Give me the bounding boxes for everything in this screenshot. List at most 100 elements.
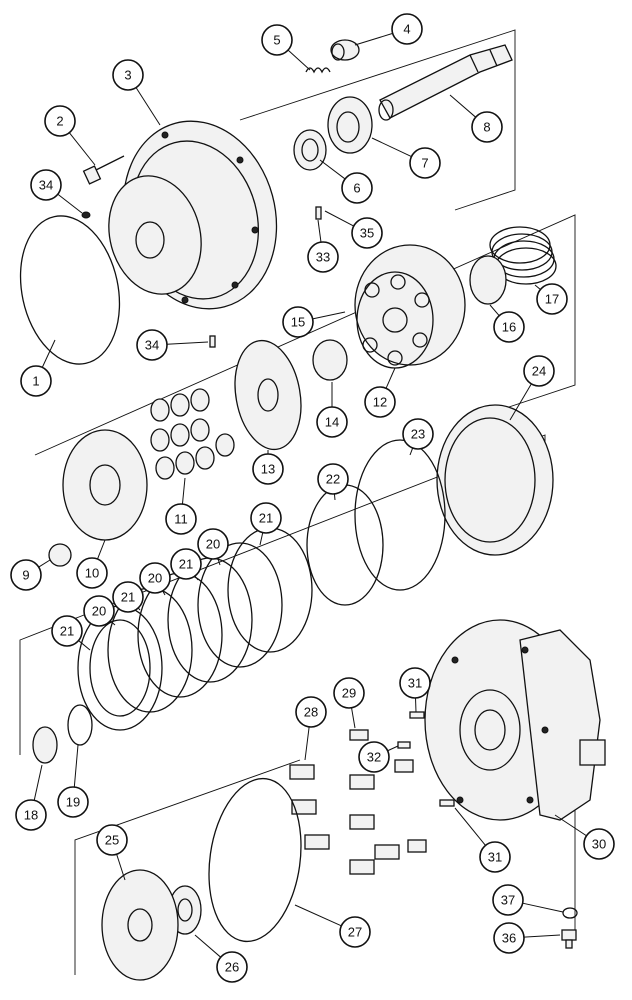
- retainer-plate-part-13: [234, 339, 302, 451]
- callout-number: 17: [545, 292, 559, 307]
- callout-number: 21: [179, 557, 193, 572]
- callout-number: 12: [373, 395, 387, 410]
- callout-12: 12: [364, 386, 396, 418]
- callout-13: 13: [252, 453, 284, 485]
- callout-circle: [316, 406, 348, 438]
- washer-part-16: [469, 255, 507, 305]
- callout-number: 8: [483, 120, 490, 135]
- callout-31: 31: [399, 667, 431, 699]
- callout-26: 26: [216, 951, 248, 983]
- leader-line-10: [97, 539, 106, 560]
- callout-number: 13: [261, 462, 275, 477]
- leader-line-31: [454, 807, 486, 846]
- callout-number: 34: [145, 338, 159, 353]
- callout-number: 20: [92, 604, 106, 619]
- callout-number: 34: [39, 178, 53, 193]
- leader-line-34: [166, 341, 209, 345]
- callout-number: 28: [304, 705, 318, 720]
- callout-circle: [583, 828, 615, 860]
- leader-lines: [33, 32, 587, 958]
- callout-circle: [391, 13, 423, 45]
- callout-number: 6: [353, 181, 360, 196]
- callout-number: 9: [22, 568, 29, 583]
- shaft-part-8: [378, 44, 513, 121]
- callout-circle: [57, 786, 89, 818]
- housing-part-3: [108, 120, 278, 310]
- leader-line-18: [33, 764, 43, 801]
- callout-10: 10: [76, 557, 108, 589]
- callout-number: 2: [56, 114, 63, 129]
- callout-circle: [351, 217, 383, 249]
- callout-6: 6: [341, 172, 373, 204]
- plate-part-25: [101, 869, 179, 981]
- leader-line-25: [116, 854, 126, 881]
- callout-circle: [30, 169, 62, 201]
- leader-line-32: [387, 745, 399, 752]
- bearing-part-7: [327, 96, 373, 154]
- callout-5: 5: [261, 24, 293, 56]
- callout-number: 32: [367, 750, 381, 765]
- o-ring-part-22: [306, 484, 384, 606]
- leader-line-21: [78, 640, 91, 651]
- callout-35: 35: [351, 217, 383, 249]
- callout-21: 21: [250, 502, 282, 534]
- callout-3: 3: [112, 59, 144, 91]
- callout-number: 22: [326, 472, 340, 487]
- leader-line-6: [319, 159, 346, 180]
- callout-33: 33: [307, 241, 339, 273]
- callout-4: 4: [391, 13, 423, 45]
- callout-number: 16: [502, 320, 516, 335]
- callout-circle: [493, 311, 525, 343]
- callout-number: 26: [225, 960, 239, 975]
- leader-line-1: [41, 339, 56, 368]
- callout-circle: [282, 306, 314, 338]
- callout-circle: [112, 59, 144, 91]
- leader-line-3: [135, 87, 161, 126]
- callout-number: 31: [488, 850, 502, 865]
- callout-circle: [250, 502, 282, 534]
- springs-part-28-29: [289, 729, 427, 875]
- leader-line-20: [109, 620, 116, 626]
- callout-number: 36: [502, 931, 516, 946]
- callout-number: 4: [403, 22, 410, 37]
- callout-circle: [96, 824, 128, 856]
- pin-part-31a: [409, 711, 425, 719]
- o-ring-part-1: [19, 215, 121, 365]
- leader-line-24: [509, 383, 532, 421]
- pin-part-33-35: [315, 206, 322, 220]
- leader-line-8: [449, 94, 476, 118]
- callout-number: 18: [24, 808, 38, 823]
- pin-part-31b: [439, 799, 455, 807]
- callout-number: 5: [273, 33, 280, 48]
- callout-circle: [44, 105, 76, 137]
- callout-36: 36: [493, 922, 525, 954]
- callout-20: 20: [197, 528, 229, 560]
- callout-22: 22: [317, 463, 349, 495]
- callout-circle: [399, 667, 431, 699]
- callout-2: 2: [44, 105, 76, 137]
- leader-line-28: [304, 726, 310, 761]
- callout-number: 3: [124, 68, 131, 83]
- callout-25: 25: [96, 824, 128, 856]
- callout-circle: [216, 951, 248, 983]
- callout-34: 34: [136, 329, 168, 361]
- callout-number: 19: [66, 795, 80, 810]
- callout-number: 21: [259, 511, 273, 526]
- callout-circle: [364, 386, 396, 418]
- cap-part-4: [330, 39, 360, 61]
- callout-circle: [165, 503, 197, 535]
- swash-plate-part-10: [62, 429, 148, 541]
- callout-20: 20: [139, 562, 171, 594]
- leader-line-22: [333, 493, 336, 501]
- callout-circle: [136, 329, 168, 361]
- callout-number: 23: [411, 427, 425, 442]
- callout-9: 9: [10, 559, 42, 591]
- leader-line-33: [317, 219, 322, 243]
- leader-line-5: [287, 49, 311, 71]
- callout-circle: [170, 548, 202, 580]
- callout-24: 24: [523, 355, 555, 387]
- callout-number: 20: [148, 571, 162, 586]
- callout-circle: [10, 559, 42, 591]
- pin-part-34a: [81, 211, 91, 219]
- callout-circle: [51, 615, 83, 647]
